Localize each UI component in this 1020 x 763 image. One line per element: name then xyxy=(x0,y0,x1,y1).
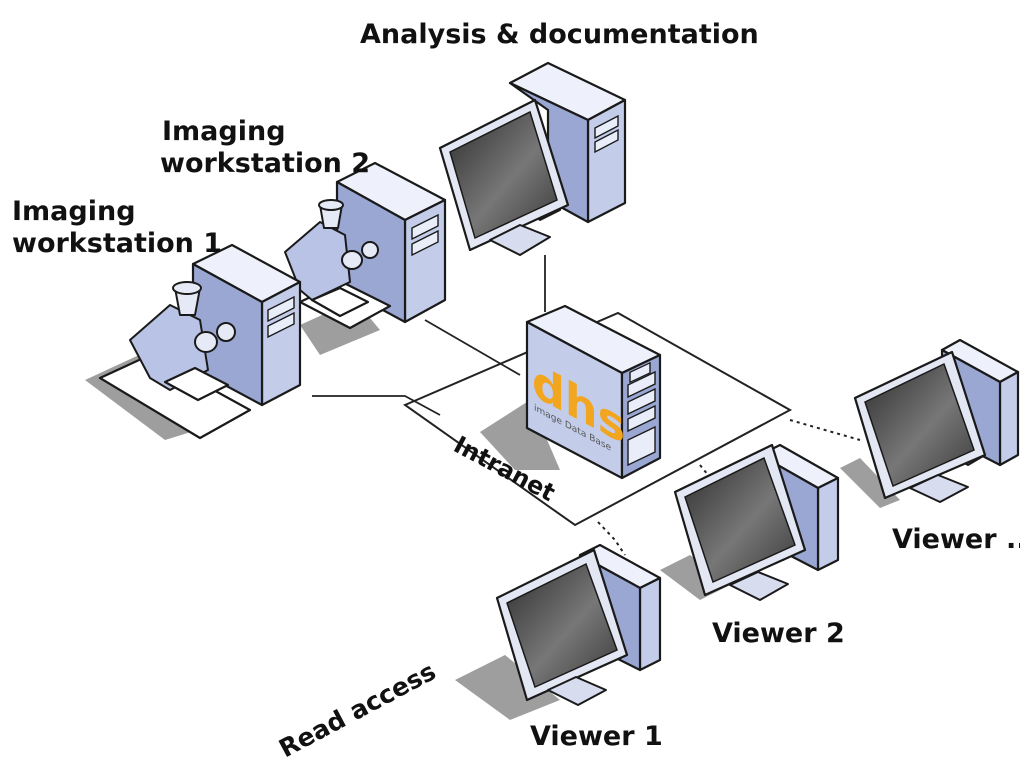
link-imaging2-server xyxy=(424,319,521,376)
link-viewer1 xyxy=(597,521,626,556)
analysis-tower-bays xyxy=(594,114,619,154)
viewer-1-label: Viewer 1 xyxy=(530,721,663,752)
imaging-1-label-line2: workstation 1 xyxy=(12,228,222,259)
dhs-server[interactable]: dhs image Data Base xyxy=(480,304,662,480)
read-access-label: Read access xyxy=(274,657,440,763)
link-viewer-more xyxy=(789,419,861,441)
analysis-label: Analysis & documentation xyxy=(360,19,759,50)
viewer-1-workstation[interactable] xyxy=(455,543,662,720)
connection-lines xyxy=(312,255,861,556)
viewer-more-workstation[interactable] xyxy=(840,338,1020,508)
link-imaging1-server xyxy=(312,395,441,416)
server-bays xyxy=(627,370,656,467)
imaging-1-label-line1: Imaging xyxy=(12,196,136,227)
imaging-workstation-2[interactable] xyxy=(284,161,447,355)
analysis-workstation[interactable] xyxy=(438,61,627,256)
imaging-2-label-line2: workstation 2 xyxy=(160,148,370,179)
viewer-2-workstation[interactable] xyxy=(660,443,840,601)
viewer-more-label: Viewer ... xyxy=(892,524,1020,555)
imaging-workstation-1[interactable] xyxy=(85,243,302,440)
imaging-2-label-line1: Imaging xyxy=(162,116,286,147)
viewer-2-label: Viewer 2 xyxy=(712,618,845,649)
